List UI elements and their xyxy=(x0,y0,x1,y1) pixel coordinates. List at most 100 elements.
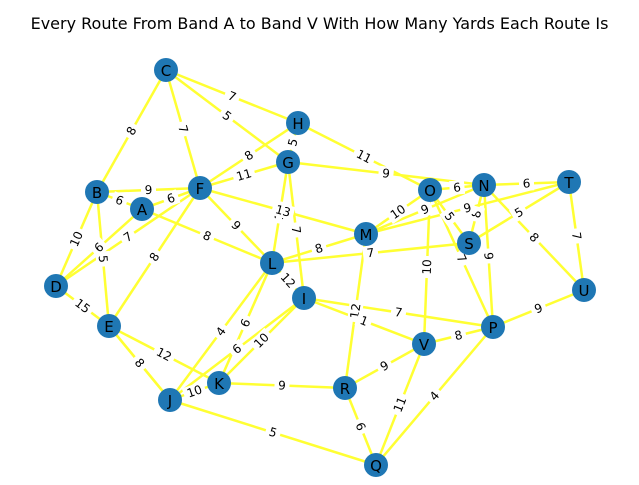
node-label: Q xyxy=(370,457,382,475)
edge-weight-background xyxy=(69,293,96,319)
edge-weight-background xyxy=(284,133,302,152)
edge-weight-background xyxy=(389,391,411,418)
node-C: C xyxy=(154,58,178,82)
node-Q: Q xyxy=(364,453,388,477)
edge-weight-M-O: 10 xyxy=(384,199,412,225)
edge-weight-H-G: 5 xyxy=(284,133,302,152)
node-circle xyxy=(364,453,388,477)
node-label: M xyxy=(360,226,373,244)
edge-weight-background xyxy=(351,416,370,437)
edge-weight-C-G: 5 xyxy=(216,105,238,127)
node-circle xyxy=(188,176,212,200)
node-circle xyxy=(154,58,178,82)
edge-weight-text: 5 xyxy=(285,137,300,148)
edge-weight-B-F: 9 xyxy=(140,182,157,198)
edge-weight-background xyxy=(248,327,275,354)
edge-weight-background xyxy=(121,121,142,141)
edge-weight-A-L: 8 xyxy=(197,226,217,246)
edge-weight-background xyxy=(568,227,585,245)
edge-weight-text: 13 xyxy=(274,202,292,220)
edge-weight-background xyxy=(275,267,301,294)
node-circle xyxy=(286,111,310,135)
edge-weight-background xyxy=(377,165,395,182)
edge-weight-V-Q: 11 xyxy=(389,391,411,418)
edge-weight-I-V: 1 xyxy=(354,311,374,331)
edge-weight-text: 10 xyxy=(185,382,204,400)
edge-weight-background xyxy=(222,87,242,106)
edge-weight-text: 10 xyxy=(420,259,435,275)
edge-weight-O-N: 6 xyxy=(448,179,466,196)
node-circle xyxy=(418,178,442,202)
node-circle xyxy=(557,170,581,194)
node-circle xyxy=(292,286,316,310)
node-label: H xyxy=(292,115,303,133)
node-M: M xyxy=(354,222,378,246)
edge-weight-text: 11 xyxy=(391,395,410,414)
edge-weight-background xyxy=(231,165,257,185)
edge-weight-background xyxy=(216,105,238,127)
edge-weight-O-S: 5 xyxy=(439,206,460,227)
edge-weight-F-L: 9 xyxy=(225,215,247,236)
node-circle xyxy=(85,180,109,204)
edge-weight-text: 6 xyxy=(453,180,462,195)
node-label: G xyxy=(282,154,294,172)
edge-weight-text: 12 xyxy=(154,345,174,364)
edge-weight-text: 9 xyxy=(462,200,473,215)
edge-weight-background xyxy=(390,304,407,321)
edge-weight-background xyxy=(197,226,217,246)
edge-weight-background xyxy=(117,226,139,248)
node-circle xyxy=(158,388,182,412)
edge-weight-N-U: 8 xyxy=(523,227,545,248)
node-label: O xyxy=(424,182,436,200)
edge-weight-L-K: 6 xyxy=(236,313,255,333)
edge-weight-text: 9 xyxy=(381,166,390,181)
edge-weight-text: 7 xyxy=(289,225,304,234)
node-V: V xyxy=(412,332,436,356)
edge-weight-background xyxy=(210,321,232,342)
edge-weight-background xyxy=(151,343,177,366)
edge-weight-H-O: 11 xyxy=(351,145,377,168)
edge-weight-background xyxy=(88,237,110,258)
node-label: D xyxy=(50,278,62,296)
edge-weight-N-T: 6 xyxy=(518,176,535,191)
node-label: B xyxy=(92,184,102,202)
edge-weight-background xyxy=(424,385,445,407)
node-N: N xyxy=(472,173,496,197)
node-circle xyxy=(472,173,496,197)
edge-weight-background xyxy=(129,352,150,374)
node-label: V xyxy=(419,336,430,354)
node-label: E xyxy=(104,318,113,336)
edge-weight-text: 8 xyxy=(469,209,484,220)
node-label: N xyxy=(478,177,489,195)
graph-title: Every Route From Band A to Band V With H… xyxy=(30,14,609,33)
edge-weight-text: 7 xyxy=(175,123,191,134)
edge-weight-V-R: 9 xyxy=(374,356,395,376)
edge-weight-background xyxy=(288,221,304,239)
edge-weight-background xyxy=(523,227,545,248)
node-S: S xyxy=(457,231,481,255)
edge-weight-background xyxy=(161,189,181,208)
edge-weight-I-P: 7 xyxy=(390,304,407,321)
edge-weight-P-V: 8 xyxy=(449,326,468,345)
edge-weight-background xyxy=(419,255,435,279)
edge-weight-O-V: 10 xyxy=(419,255,435,279)
edge-weight-background xyxy=(351,145,377,168)
node-label: F xyxy=(196,180,205,198)
edge-weight-text: 7 xyxy=(394,305,404,320)
edge-weight-background xyxy=(65,226,88,252)
edge-weight-background xyxy=(225,215,247,236)
edge-weight-text: 6 xyxy=(165,191,177,207)
node-L: L xyxy=(260,251,284,275)
node-label: P xyxy=(488,319,497,337)
edge-weight-N-P: 9 xyxy=(481,248,496,264)
edge-weight-background xyxy=(174,119,192,139)
edge-weight-T-U: 7 xyxy=(568,227,585,245)
edge-weight-background xyxy=(528,299,549,318)
edge-weight-background xyxy=(274,378,290,393)
edge-weight-text: 7 xyxy=(569,231,584,240)
node-circle xyxy=(207,371,231,395)
edge-weight-F-M: 13 xyxy=(270,201,296,221)
edge-weight-B-A: 6 xyxy=(110,191,129,210)
node-circle xyxy=(457,231,481,255)
